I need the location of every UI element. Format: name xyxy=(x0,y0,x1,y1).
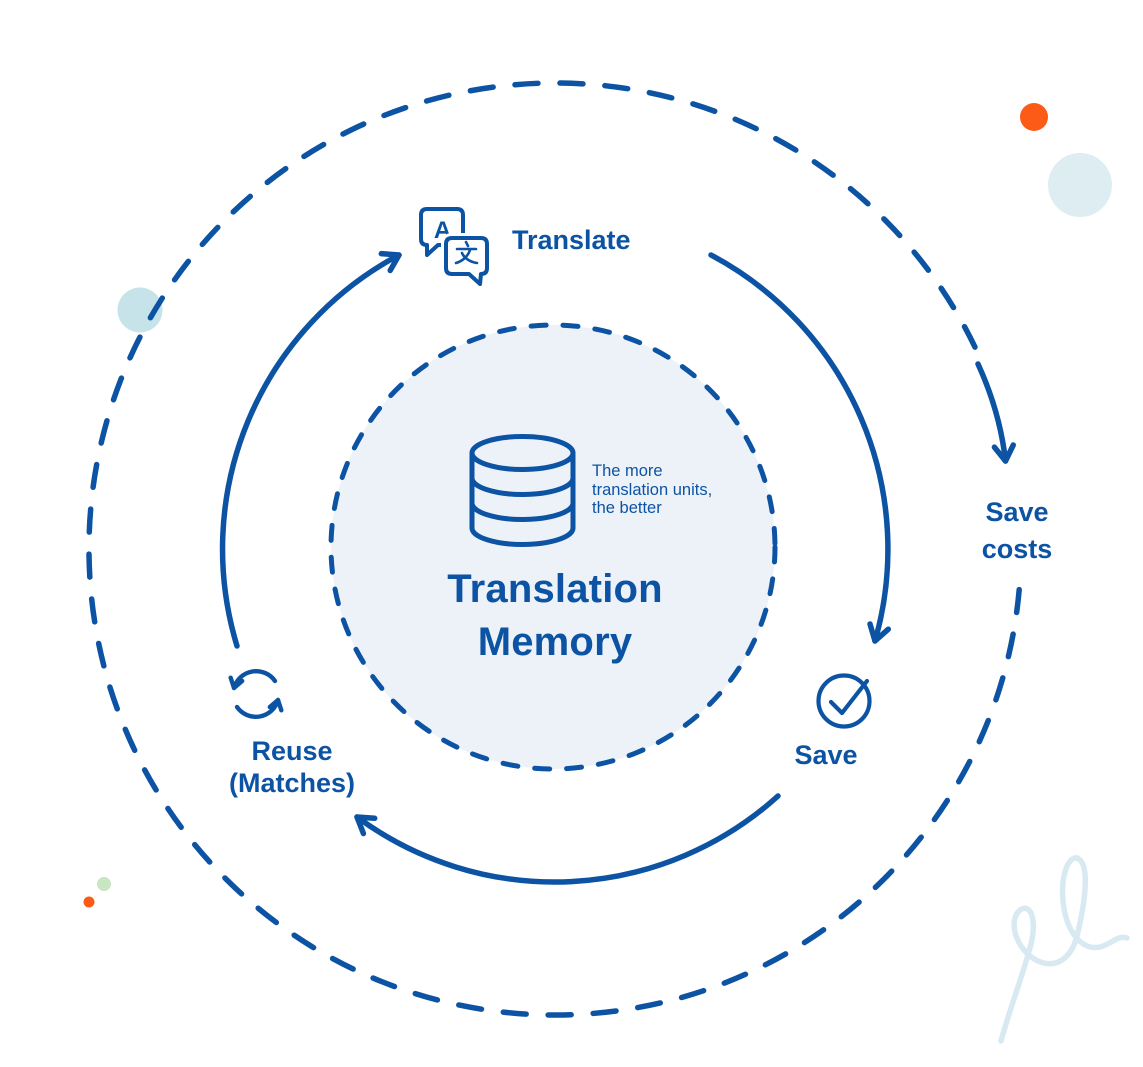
translate-speech-bubbles-icon: A xyxy=(419,207,492,289)
arrow-reuse-to-translate xyxy=(219,250,402,649)
translation-memory-circle xyxy=(328,322,778,772)
back-speech-bubble xyxy=(419,207,465,257)
save-costs-arrow xyxy=(975,361,1017,464)
save-costs-line1: Save xyxy=(985,497,1049,527)
note-line1: The more xyxy=(592,462,663,480)
arrow-translate-to-save xyxy=(708,252,892,644)
title-line2: Memory xyxy=(477,620,633,664)
save-costs-line2: costs xyxy=(981,534,1053,564)
reuse-label-line1: Reuse xyxy=(251,736,333,766)
blue-circle-large xyxy=(1048,153,1112,217)
reuse-label-line2: (Matches) xyxy=(228,767,356,798)
translation-memory-title: Translation Memory xyxy=(447,563,663,669)
note-line3: the better xyxy=(592,499,662,518)
cjk-character-glyph xyxy=(454,240,479,265)
signature-squiggle xyxy=(998,855,1130,1044)
arrow-save-to-reuse xyxy=(354,793,781,885)
database-icon xyxy=(469,434,576,547)
title-line1: Translation xyxy=(447,567,663,611)
reuse-label: Reuse (Matches) xyxy=(229,736,355,799)
translation-units-note: The more translation units, the better xyxy=(592,462,712,518)
note-line2: translation units, xyxy=(592,480,713,499)
blue-circle-small xyxy=(117,287,163,333)
orange-dot-small xyxy=(83,896,95,908)
orange-dot xyxy=(1020,103,1048,131)
save-label: Save xyxy=(794,740,858,770)
save-costs-label: Save costs xyxy=(982,494,1053,568)
green-dot xyxy=(97,877,111,891)
check-circle-icon xyxy=(816,673,872,729)
outer-dashed-circle xyxy=(86,80,1022,1018)
reuse-cycle-icon xyxy=(228,668,284,720)
translate-label: Translate xyxy=(512,225,631,255)
